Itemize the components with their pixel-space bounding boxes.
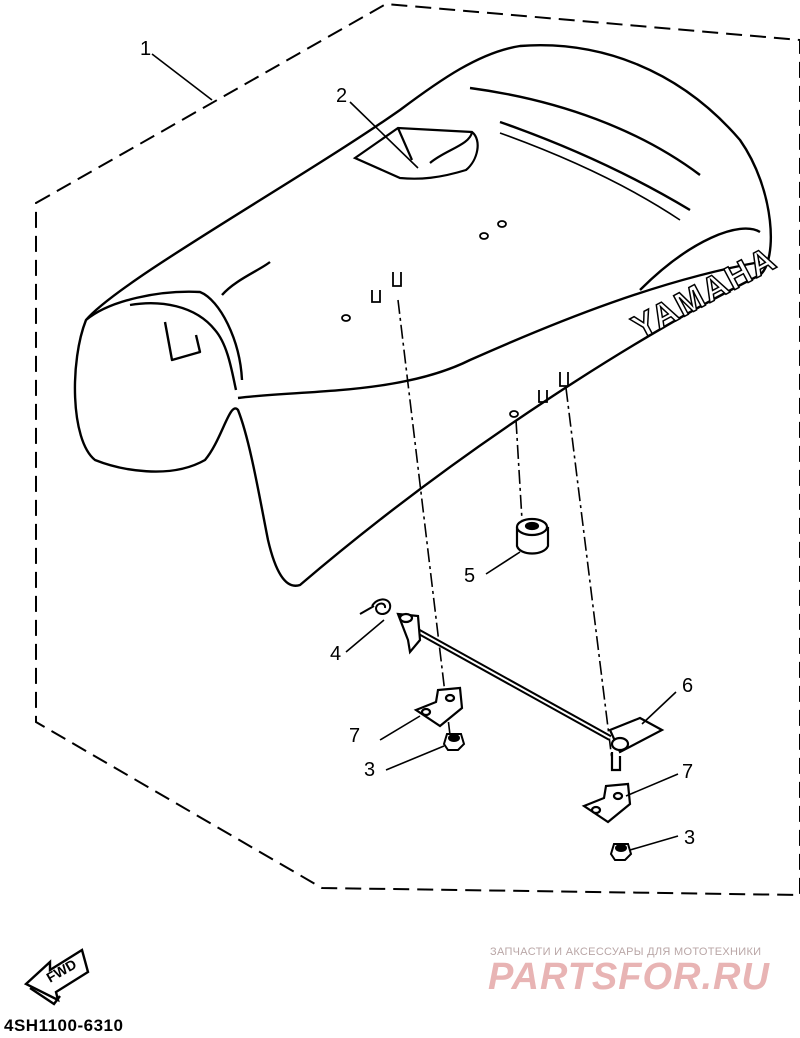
callout-7-left: 7 [349, 725, 360, 747]
bracket-left [413, 686, 464, 728]
part-code: 4SH1100-6310 [4, 1016, 124, 1035]
seat-mount-holes [341, 220, 569, 418]
damper-part [515, 517, 550, 555]
assembly-lines [397, 299, 613, 761]
spring-clip [359, 598, 392, 615]
callout-3-left: 3 [364, 759, 375, 781]
callout-3-right: 3 [684, 827, 695, 849]
callout-7-right: 7 [682, 761, 693, 783]
watermark-logo: PARTSFOR.RU [488, 956, 770, 998]
callout-2: 2 [336, 85, 347, 107]
grab-strap [352, 126, 479, 180]
fwd-arrow-icon [23, 948, 90, 1006]
nut-left [442, 733, 466, 751]
callout-6: 6 [682, 675, 693, 697]
callout-1: 1 [140, 38, 151, 60]
seat [73, 44, 773, 587]
hinge-rod [396, 612, 665, 772]
callout-5: 5 [464, 565, 475, 587]
callout-4: 4 [330, 643, 341, 665]
nut-right [609, 843, 633, 861]
watermark-tagline: ЗАПЧАСТИ И АКСЕССУАРЫ ДЛЯ МОТОТЕХНИКИ [490, 946, 762, 958]
assembly-boundary [35, 2, 800, 897]
bracket-right [581, 782, 632, 824]
leader-lines [151, 53, 679, 851]
